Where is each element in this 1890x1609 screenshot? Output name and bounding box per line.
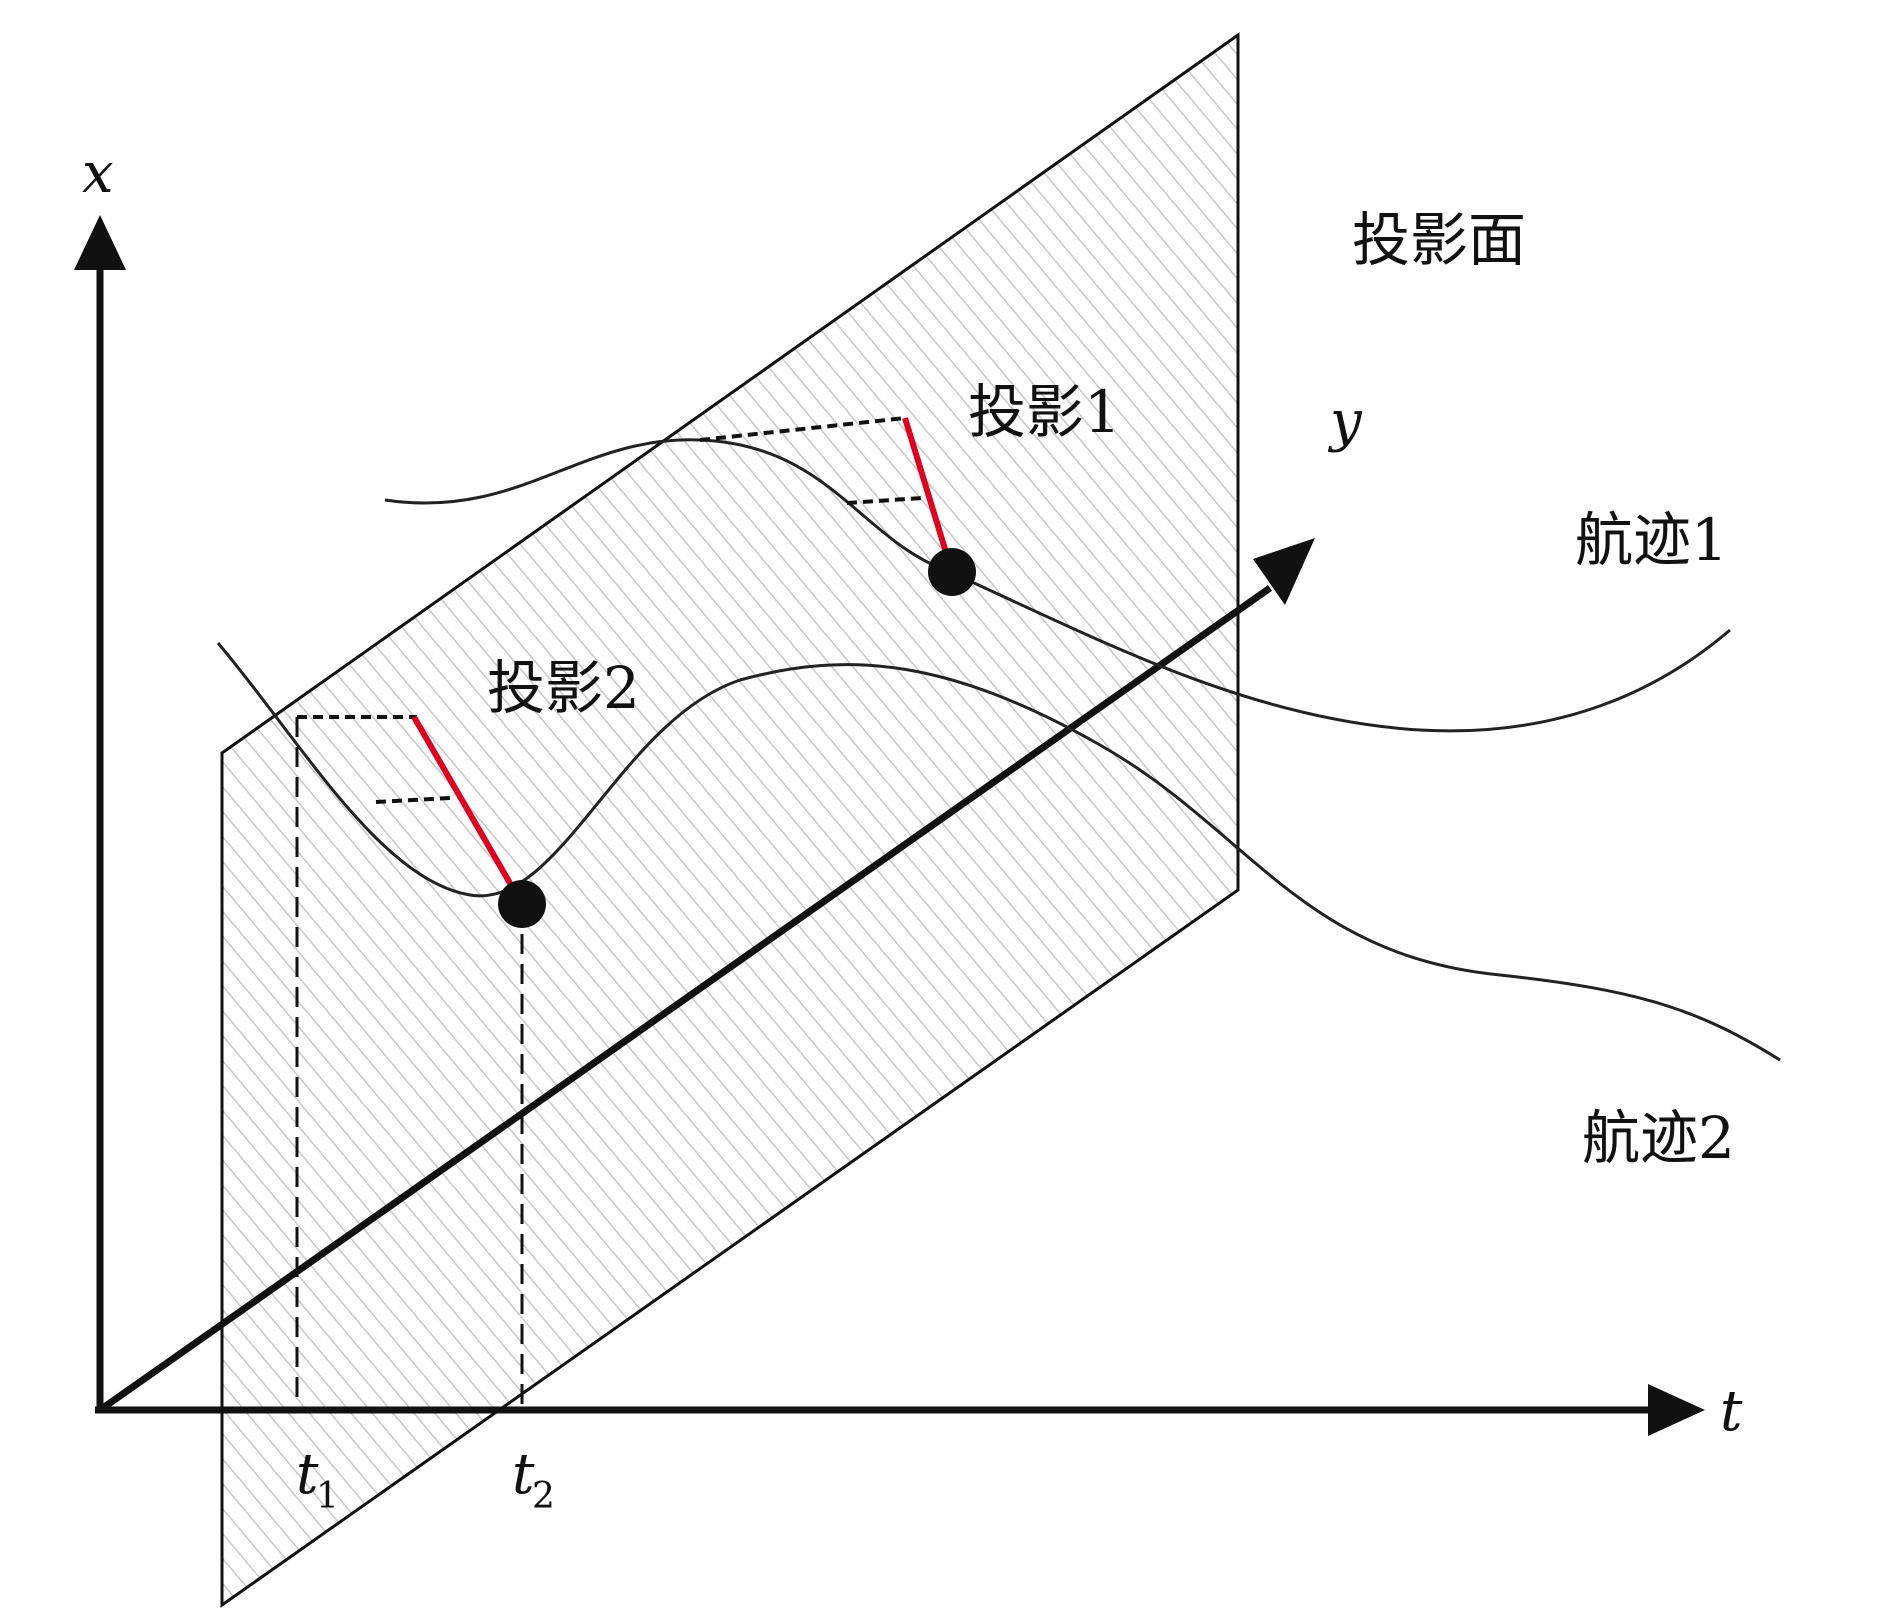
x-axis-label: x: [82, 141, 114, 206]
x-axis-arrowhead: [74, 215, 126, 270]
projection-1-point: [928, 548, 976, 596]
projection-1-dashed-lower: [846, 496, 923, 505]
projection-2-label: 投影2: [487, 654, 640, 722]
projection-plane-label: 投影面: [1352, 206, 1526, 274]
projection-1-label: 投影1: [968, 378, 1121, 446]
t2-label: t: [512, 1442, 535, 1507]
t1-subscript: 1: [316, 1476, 339, 1517]
track-2-curve: [216, 642, 1781, 1062]
t1-label: t: [296, 1442, 319, 1507]
projection-1-dashed-upper: [699, 416, 906, 442]
projection-2-dashed-lower: [375, 796, 451, 804]
projection-1-line: [902, 417, 955, 573]
t2-subscript: 2: [532, 1476, 555, 1517]
track-2-label: 航迹2: [1582, 1104, 1735, 1172]
projection-2-line: [411, 715, 525, 906]
y-axis-label: y: [1327, 389, 1363, 454]
track-1-label: 航迹1: [1575, 506, 1728, 574]
y-axis-arrowhead: [1253, 538, 1315, 605]
projection-plane: [220, 32, 1240, 1608]
t-axis-label: t: [1720, 1379, 1743, 1444]
t-axis-arrowhead: [1648, 1384, 1705, 1436]
y-axis: [97, 585, 1273, 1413]
